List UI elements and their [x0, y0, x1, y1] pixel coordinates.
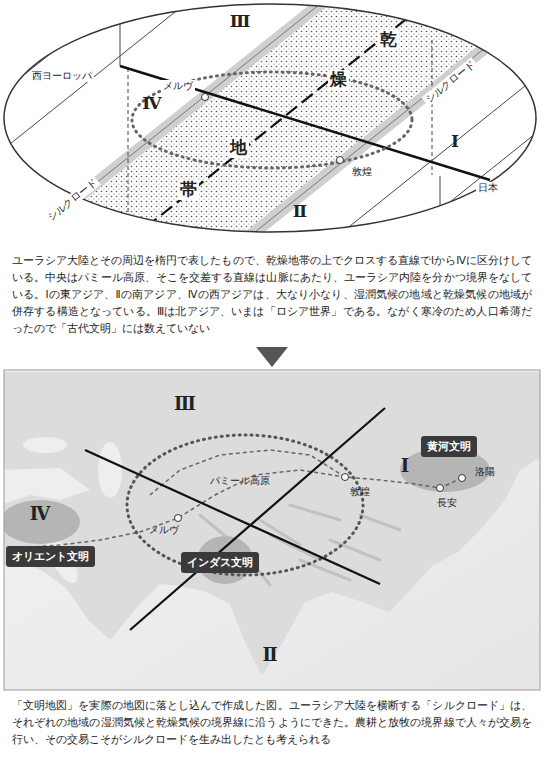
- civilization-name: 黄河文明: [427, 440, 471, 453]
- region-label: Ⅱ: [262, 645, 277, 666]
- region-label: 燥: [328, 70, 349, 90]
- region-label: Ⅲ: [174, 394, 196, 415]
- down-arrow: [256, 347, 288, 367]
- eurasia-map: [4, 370, 540, 690]
- place-label: メルヴ: [161, 80, 195, 92]
- civilization-box: 黄河文明: [421, 436, 477, 457]
- region-label: 乾: [378, 30, 399, 50]
- place-label: パミール高原: [210, 475, 270, 487]
- region-label: Ⅰ: [401, 456, 409, 477]
- place-label: 長安: [437, 497, 457, 509]
- region-label: Ⅰ: [451, 132, 459, 152]
- civilization-ellipse: [0, 0, 544, 250]
- caption-text: 「文明地図」を実際の地図に落とし込んで作成した図。ユーラシア大陸を横断する「シル…: [12, 697, 532, 748]
- place-label: 敦煌: [350, 486, 370, 498]
- region-label: Ⅲ: [230, 12, 251, 32]
- region-label: Ⅳ: [30, 504, 50, 525]
- civilization-name: インダス文明: [187, 556, 253, 569]
- place-label: 西ヨーロッパ: [30, 70, 94, 82]
- civilization-box: オリエント文明: [6, 546, 95, 567]
- ellipse-outline: [4, 4, 536, 232]
- place-label: 洛陽: [475, 466, 495, 478]
- caption-text: ユーラシア大陸とその周辺を楕円で表したもので、乾燥地帯の上でクロスする直線でⅠか…: [12, 252, 532, 337]
- place-label: メルヴ: [149, 524, 179, 536]
- civilization-box: インダス文明: [181, 552, 259, 573]
- region-label: 帯: [178, 180, 199, 200]
- region-label: Ⅳ: [142, 94, 161, 114]
- region-label: Ⅱ: [293, 202, 307, 222]
- civilization-name: オリエント文明: [12, 550, 89, 563]
- region-label: 地: [228, 138, 249, 158]
- place-label: 敦煌: [350, 166, 374, 178]
- place-label: 日本: [476, 182, 500, 194]
